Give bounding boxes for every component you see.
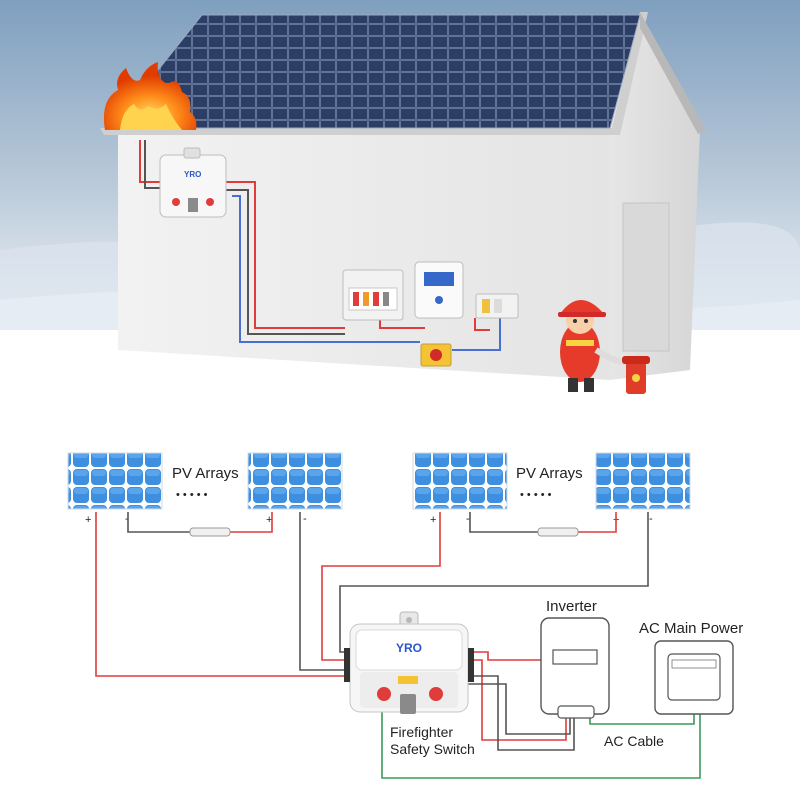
house-safety-switch: YRO	[159, 147, 227, 218]
pv-panel-4	[595, 452, 691, 510]
pv4-minus: -	[649, 513, 653, 525]
dc-wiring	[95, 512, 649, 751]
pv-arrays-label-right: PV Arrays	[516, 465, 583, 482]
mc4-connector-right	[537, 527, 579, 537]
roof-fire	[103, 62, 197, 130]
ac-main-power-label: AC Main Power	[639, 620, 743, 637]
pv2-minus: -	[303, 513, 307, 525]
firefighter-label-line1: Firefighter	[390, 724, 453, 740]
pv-panel-2	[247, 452, 343, 510]
house-door	[622, 202, 670, 352]
inverter-device	[540, 617, 610, 719]
ac-wiring	[381, 706, 701, 779]
firefighter-character	[558, 300, 643, 392]
house-ac-breaker	[475, 293, 519, 319]
pv1-minus: -	[125, 513, 129, 525]
house-combiner-box	[342, 269, 404, 321]
pv-arrays-label-left: PV Arrays	[172, 465, 239, 482]
house-ac-isolator	[420, 343, 452, 367]
roof-gable-trim	[640, 12, 706, 134]
pv-panel-3	[412, 452, 508, 510]
pv1-plus: +	[85, 514, 91, 526]
switch-brand: YRO	[396, 641, 422, 655]
house-wiring	[139, 140, 501, 351]
house-inverter	[414, 261, 464, 319]
pv-dots-left: • • • • •	[176, 489, 208, 501]
pv3-plus: +	[430, 514, 436, 526]
pv-dots-right: • • • • •	[520, 489, 552, 501]
inverter-label: Inverter	[546, 598, 597, 615]
pv3-minus: -	[466, 513, 470, 525]
ac-cable-label: AC Cable	[604, 733, 664, 749]
ac-main-power-panel	[654, 640, 734, 715]
pv-panel-1	[67, 452, 163, 510]
house-switch-brand: YRO	[184, 170, 201, 179]
pv2-plus: +	[266, 514, 272, 526]
roof-solar-array	[110, 14, 641, 129]
fire-hydrant	[622, 356, 650, 394]
firefighter-label-line2: Safety Switch	[390, 741, 475, 757]
firefighter-safety-switch: YRO	[344, 611, 474, 714]
mc4-connector-left	[189, 527, 231, 537]
